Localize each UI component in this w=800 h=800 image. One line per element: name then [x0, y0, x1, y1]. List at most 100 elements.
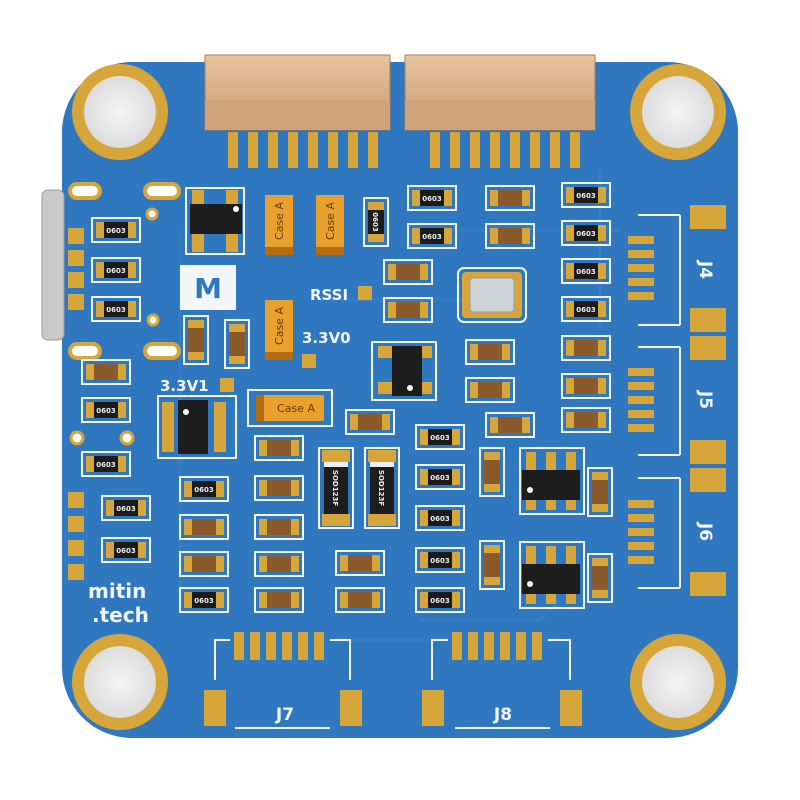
tantalum-cap-2: Case A [316, 195, 344, 255]
logo-m: M [180, 265, 236, 310]
resistor-0603: 0603 [91, 257, 141, 283]
small-vias [69, 207, 160, 446]
resistor-label: 0603 [422, 233, 442, 241]
capacitor-0603 [254, 587, 304, 613]
capacitor-0603 [485, 223, 535, 249]
case-a-label: Case A [273, 202, 286, 240]
diode-2: SOD123F [364, 447, 400, 529]
capacitor-0603 [81, 359, 131, 385]
capacitor-0603 [179, 551, 229, 577]
logo-m-text: M [194, 272, 222, 305]
resistor-0603: 0603 [81, 397, 131, 423]
capacitor-0603 [383, 297, 433, 323]
capacitor-0603 [465, 339, 515, 365]
top-connector-left [204, 54, 391, 168]
resistor-0603: 0603 [561, 296, 611, 322]
resistor-0603: 0603 [415, 547, 465, 573]
resistor-label: 0603 [576, 230, 596, 238]
left-edge-pads [68, 228, 84, 580]
usb-port [41, 189, 65, 341]
resistor-label: 0603 [371, 212, 379, 232]
j8-label: J8 [493, 705, 512, 725]
resistor-label: 0603 [116, 505, 136, 513]
capacitor-0603 [224, 319, 250, 369]
v30-label: 3.3V0 [302, 329, 351, 347]
capacitor-0603 [179, 514, 229, 540]
diode-label: SOD123F [331, 470, 339, 506]
resistor-0603: 0603 [415, 587, 465, 613]
resistor-0603: 0603 [91, 296, 141, 322]
side-connector-outlines [638, 214, 681, 589]
capacitor-0603 [254, 475, 304, 501]
capacitor-0603 [479, 540, 505, 590]
capacitor-0603 [587, 553, 613, 603]
connector-j7 [204, 632, 362, 726]
diode-1: SOD123F [318, 447, 354, 529]
mounting-hole-tr [630, 64, 726, 160]
mounting-hole-tl [72, 64, 168, 160]
case-a-label: Case A [277, 402, 315, 415]
bottom-connector-outlines [214, 639, 571, 729]
mounting-hole-br [630, 634, 726, 730]
resistor-0603: 0603 [91, 217, 141, 243]
resistor-0603: 0603 [179, 476, 229, 502]
top-connector-right [404, 54, 596, 168]
resistor-0603: 0603 [407, 223, 457, 249]
capacitor-0603 [335, 550, 385, 576]
connector-j4 [628, 205, 726, 332]
capacitor-0603 [485, 412, 535, 438]
resistor-0603: 0603 [363, 197, 389, 247]
resistor-label: 0603 [106, 306, 126, 314]
resistor-label: 0603 [430, 557, 450, 565]
capacitor-0603 [561, 335, 611, 361]
j7-label: J7 [275, 705, 294, 725]
oval-pads [68, 182, 181, 360]
j5-label: J5 [695, 390, 715, 409]
capacitor-0603 [345, 409, 395, 435]
resistor-0603: 0603 [179, 587, 229, 613]
v31-label: 3.3V1 [160, 377, 209, 395]
test-pads [220, 286, 372, 392]
sot-chip-right-2 [519, 541, 585, 609]
capacitor-0603 [561, 407, 611, 433]
brand-line2: .tech [92, 603, 149, 627]
resistor-0603: 0603 [561, 182, 611, 208]
capacitor-0603 [465, 377, 515, 403]
resistor-label: 0603 [576, 192, 596, 200]
capacitor-0603 [335, 587, 385, 613]
sot-chip-top-left [185, 187, 245, 255]
resistor-label: 0603 [430, 515, 450, 523]
tantalum-cap-1: Case A [265, 195, 293, 255]
diode-label: SOD123F [377, 470, 385, 506]
tantalum-cap-3: Case A [265, 300, 293, 360]
resistor-group: 0603 0603 0603 0603 0603 0603 0603 0603 0603 0603… [81, 182, 611, 613]
resistor-label: 0603 [430, 434, 450, 442]
resistor-0603: 0603 [415, 464, 465, 490]
connector-j6 [628, 468, 726, 596]
capacitor-0603 [587, 467, 613, 517]
tantalum-cap-4: Case A [247, 389, 333, 427]
resistor-label: 0603 [194, 486, 214, 494]
resistor-label: 0603 [422, 195, 442, 203]
resistor-label: 0603 [576, 268, 596, 276]
mounting-hole-bl [72, 634, 168, 730]
sot-chip-mid [371, 341, 437, 401]
resistor-label: 0603 [106, 227, 126, 235]
j6-label: J6 [695, 522, 715, 541]
connector-j8 [422, 632, 582, 726]
capacitor-group [81, 185, 613, 613]
capacitor-0603 [183, 315, 209, 365]
capacitor-0603 [254, 435, 304, 461]
capacitor-0603 [254, 514, 304, 540]
j4-label: J4 [695, 260, 715, 279]
resistor-0603: 0603 [561, 258, 611, 284]
resistor-label: 0603 [576, 306, 596, 314]
sot-chip-right-1 [519, 447, 585, 515]
resistor-0603: 0603 [81, 451, 131, 477]
capacitor-0603 [485, 185, 535, 211]
sot-chip-left [157, 395, 237, 459]
case-a-label: Case A [273, 307, 286, 345]
capacitor-0603 [479, 447, 505, 497]
resistor-0603: 0603 [101, 495, 151, 521]
crystal-oscillator [457, 267, 527, 323]
